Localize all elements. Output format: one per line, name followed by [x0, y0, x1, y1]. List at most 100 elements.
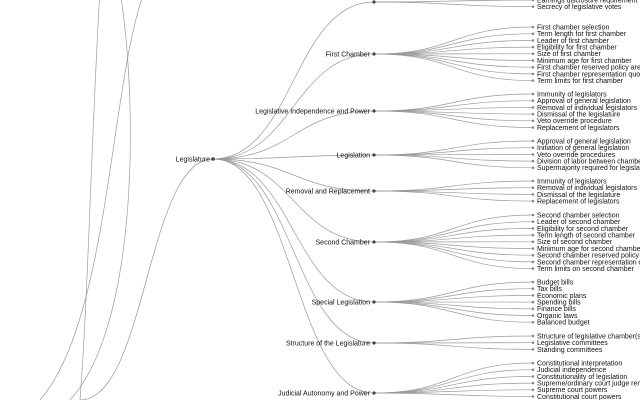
leaf-label: Veto override procedure	[537, 118, 612, 125]
leaf-label: Removal of individual legislators	[537, 185, 637, 192]
leaf-link	[373, 154, 534, 162]
branch-label-removal-and-replacement: Removal and Replacement	[286, 189, 370, 196]
leaf-node-dot	[531, 307, 535, 311]
leaf-node-dot	[531, 381, 535, 385]
branch-label-special-legislation: Special Legislation	[312, 300, 370, 307]
branch-node-dot	[372, 153, 376, 157]
leaf-link	[373, 190, 534, 202]
leaf-node-dot	[531, 287, 535, 291]
leaf-label: Balanced budget	[537, 320, 590, 327]
leaf-node-dot	[531, 146, 535, 149]
leaf-node-dot	[531, 112, 535, 116]
leaf-label: Leader of second chamber	[537, 219, 621, 226]
branch-link-legislative-independence-and-power	[212, 110, 375, 160]
leaf-node-dot	[531, 267, 535, 270]
leaf-node-dot	[531, 99, 535, 102]
branch-link-removal-and-replacement	[212, 158, 375, 192]
leaf-label: Eligibility for second chamber	[537, 226, 629, 233]
leaf-node-dot	[531, 199, 535, 203]
leaf-node-dot	[531, 320, 535, 324]
leaf-link	[373, 33, 534, 55]
leaf-label: Term length of second chamber	[537, 233, 636, 240]
ancestor-link	[69, 0, 131, 400]
leaf-node-dot	[531, 159, 535, 163]
leaf-label: Secrecy of legislative votes	[537, 4, 622, 11]
leaf-link	[373, 389, 534, 394]
leaf-link	[373, 154, 534, 169]
leaf-node-dot	[531, 153, 535, 156]
leaf-link	[373, 1, 534, 8]
leaf-node-dot	[531, 106, 535, 109]
leaf-label: Judicial independence	[537, 367, 606, 374]
branch-label-legislation: Legislation	[337, 153, 371, 160]
branch-node-dot	[372, 109, 376, 113]
branch-label-second-chamber: Second Chamber	[316, 240, 371, 247]
branch-link-branch-0	[212, 1, 375, 160]
leaf-label: Division of labor between chambers	[537, 159, 640, 166]
leaf-label: Structure of legislative chamber(s)	[537, 333, 640, 340]
leaf-node-dot	[531, 139, 535, 143]
branch-link-structure-of-the-legislature	[212, 158, 375, 344]
leaf-node-dot	[531, 186, 535, 189]
leaf-node-dot	[531, 119, 535, 123]
leaf-link	[373, 147, 534, 156]
leaf-link	[373, 301, 534, 323]
leaf-node-dot	[531, 213, 535, 217]
leaf-label: First chamber reserved policy areas	[537, 65, 640, 72]
leaf-node-dot	[531, 388, 535, 392]
leaf-node-dot	[531, 39, 535, 42]
leaf-node-dot	[531, 72, 535, 76]
leaf-node-dot	[531, 179, 535, 183]
leaf-label: Supermajority required for legislation	[537, 165, 640, 172]
leaf-label: Replacement of legislators	[537, 199, 620, 206]
leaf-label: Size of second chamber	[537, 239, 613, 246]
root-node-dot	[211, 157, 215, 161]
branch-link-legislation	[212, 154, 375, 160]
leaf-node-dot	[531, 5, 535, 8]
leaf-node-dot	[531, 368, 535, 372]
leaf-label: Immunity of legislators	[537, 178, 607, 185]
leaf-label: Supreme/ordinary court judge removal	[537, 381, 640, 388]
leaf-node-dot	[531, 220, 535, 223]
leaf-link	[373, 53, 534, 68]
leaf-label: Immunity of legislators	[537, 91, 607, 98]
leaf-label: Organic laws	[537, 313, 578, 320]
leaf-node-dot	[531, 126, 535, 129]
leaf-label: Minimum age for second chamber	[537, 246, 640, 253]
leaf-label: Second chamber reserved policy areas	[537, 253, 640, 260]
leaf-label: Replacement of legislators	[537, 125, 620, 132]
leaf-label: Earnings disclosure requirement	[537, 0, 637, 4]
leaf-label: First chamber selection	[537, 24, 609, 31]
leaf-label: Spending bills	[537, 300, 581, 307]
links-layer	[39, 0, 534, 400]
leaf-link	[373, 53, 534, 81]
branch-link-first-chamber	[212, 53, 375, 160]
branch-link-second-chamber	[212, 158, 375, 243]
leaf-node-dot	[531, 45, 535, 49]
leaf-node-dot	[531, 253, 535, 257]
leaf-node-dot	[531, 240, 535, 244]
leaf-node-dot	[531, 334, 535, 338]
leaf-label: Second chamber representation quotas	[537, 259, 640, 266]
leaf-node-dot	[531, 348, 535, 351]
leaf-link	[373, 362, 534, 394]
leaf-label: Finance bills	[537, 306, 576, 313]
leaf-label: First chamber representation quotas	[537, 71, 640, 78]
branch-node-dot	[372, 300, 376, 304]
leaf-label: Size of first chamber	[537, 51, 601, 58]
leaf-node-dot	[531, 193, 535, 196]
leaf-label: Removal of individual legislators	[537, 105, 637, 112]
leaf-node-dot	[531, 300, 535, 304]
leaf-label: Legislative committees	[537, 340, 608, 347]
leaf-label: Supreme court powers	[537, 387, 608, 394]
leaf-node-dot	[531, 341, 535, 345]
branch-label-legislative-independence-and-power: Legislative Independence and Power	[255, 109, 370, 116]
leaf-label: Dismissal of the legislature	[537, 112, 620, 119]
leaf-label: Constitutional court powers	[537, 394, 622, 400]
leaf-node-dot	[531, 280, 535, 284]
leaf-node-dot	[531, 361, 535, 365]
leaf-link	[373, 241, 534, 269]
leaf-label: Eligibility for first chamber	[537, 45, 617, 52]
branch-node-dot	[372, 189, 376, 193]
